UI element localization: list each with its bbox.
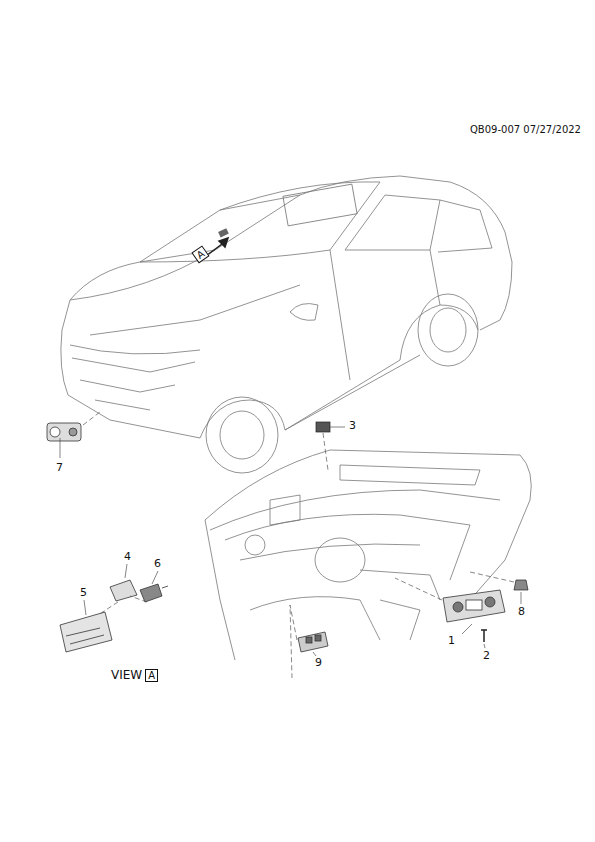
view-arrow [206,238,228,256]
callout-number: 3 [348,420,357,432]
callout-number: 7 [55,462,64,474]
view-box: A [145,669,158,682]
leader-line [60,427,521,656]
stamp-text: QB09-007 07/27/2022 [469,124,582,135]
leader-line [395,578,442,600]
sensor-part [316,422,330,432]
view-letter: A [194,248,206,261]
vehicle [61,176,512,473]
callout-number: 8 [517,606,526,618]
callout-number: 2 [482,650,491,662]
instrument-panel [205,450,531,660]
callout-number: 4 [123,551,132,563]
leader-line [323,433,328,470]
screw-part [481,630,487,642]
switch-part [298,632,328,652]
leader-line [290,605,297,678]
clip-part [514,580,528,590]
sensor-part [218,228,229,237]
module-part [60,580,168,652]
leader-line [98,596,147,615]
leader-line [470,572,514,582]
view-label: VIEW [110,669,143,682]
callout-number: 5 [79,587,88,599]
camera-part [47,423,81,441]
callout-number: 6 [153,558,162,570]
control-panel-part [443,590,505,622]
callout-number: 1 [447,635,456,647]
callout-number: 9 [314,657,323,669]
view-letter: A [148,670,155,681]
leader-line [83,412,100,425]
